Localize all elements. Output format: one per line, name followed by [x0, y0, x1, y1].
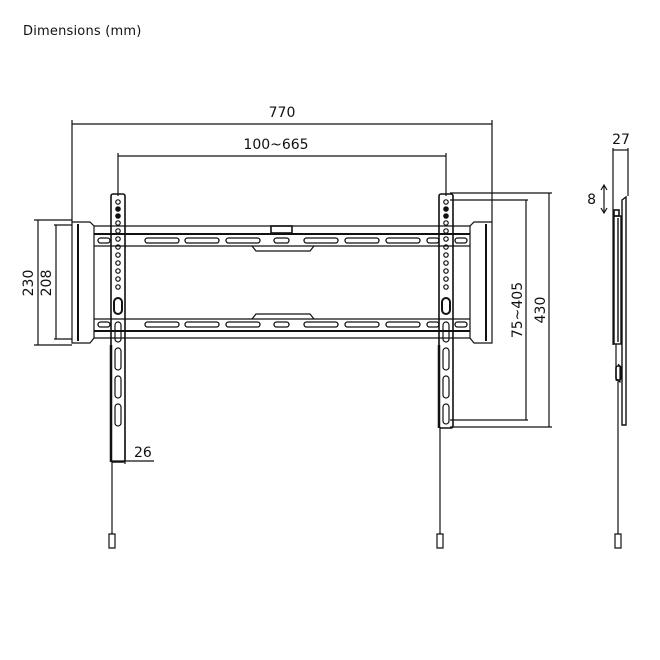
label-8: 8 — [587, 192, 596, 208]
dimension-overall-width: 770 — [71, 105, 493, 222]
left-vesa-arm — [108, 193, 126, 549]
dimension-arm-width: 26 — [111, 440, 154, 464]
dimension-right-heights: 75~405 430 — [450, 192, 552, 428]
dimension-left-heights: 230 208 — [21, 219, 72, 346]
label-230: 230 — [21, 270, 37, 297]
label-208: 208 — [39, 270, 55, 297]
wall-plate — [71, 221, 493, 344]
label-770: 770 — [269, 105, 296, 121]
diagram-title: Dimensions (mm) — [23, 24, 142, 39]
dimension-vesa-horizontal: 100~665 — [117, 137, 447, 196]
label-26: 26 — [134, 445, 152, 461]
side-view: 27 8 — [587, 132, 630, 549]
right-vesa-arm — [436, 193, 454, 549]
label-27: 27 — [612, 132, 630, 148]
label-100-665: 100~665 — [243, 137, 308, 153]
label-75-405: 75~405 — [510, 282, 526, 338]
label-430: 430 — [533, 297, 549, 324]
